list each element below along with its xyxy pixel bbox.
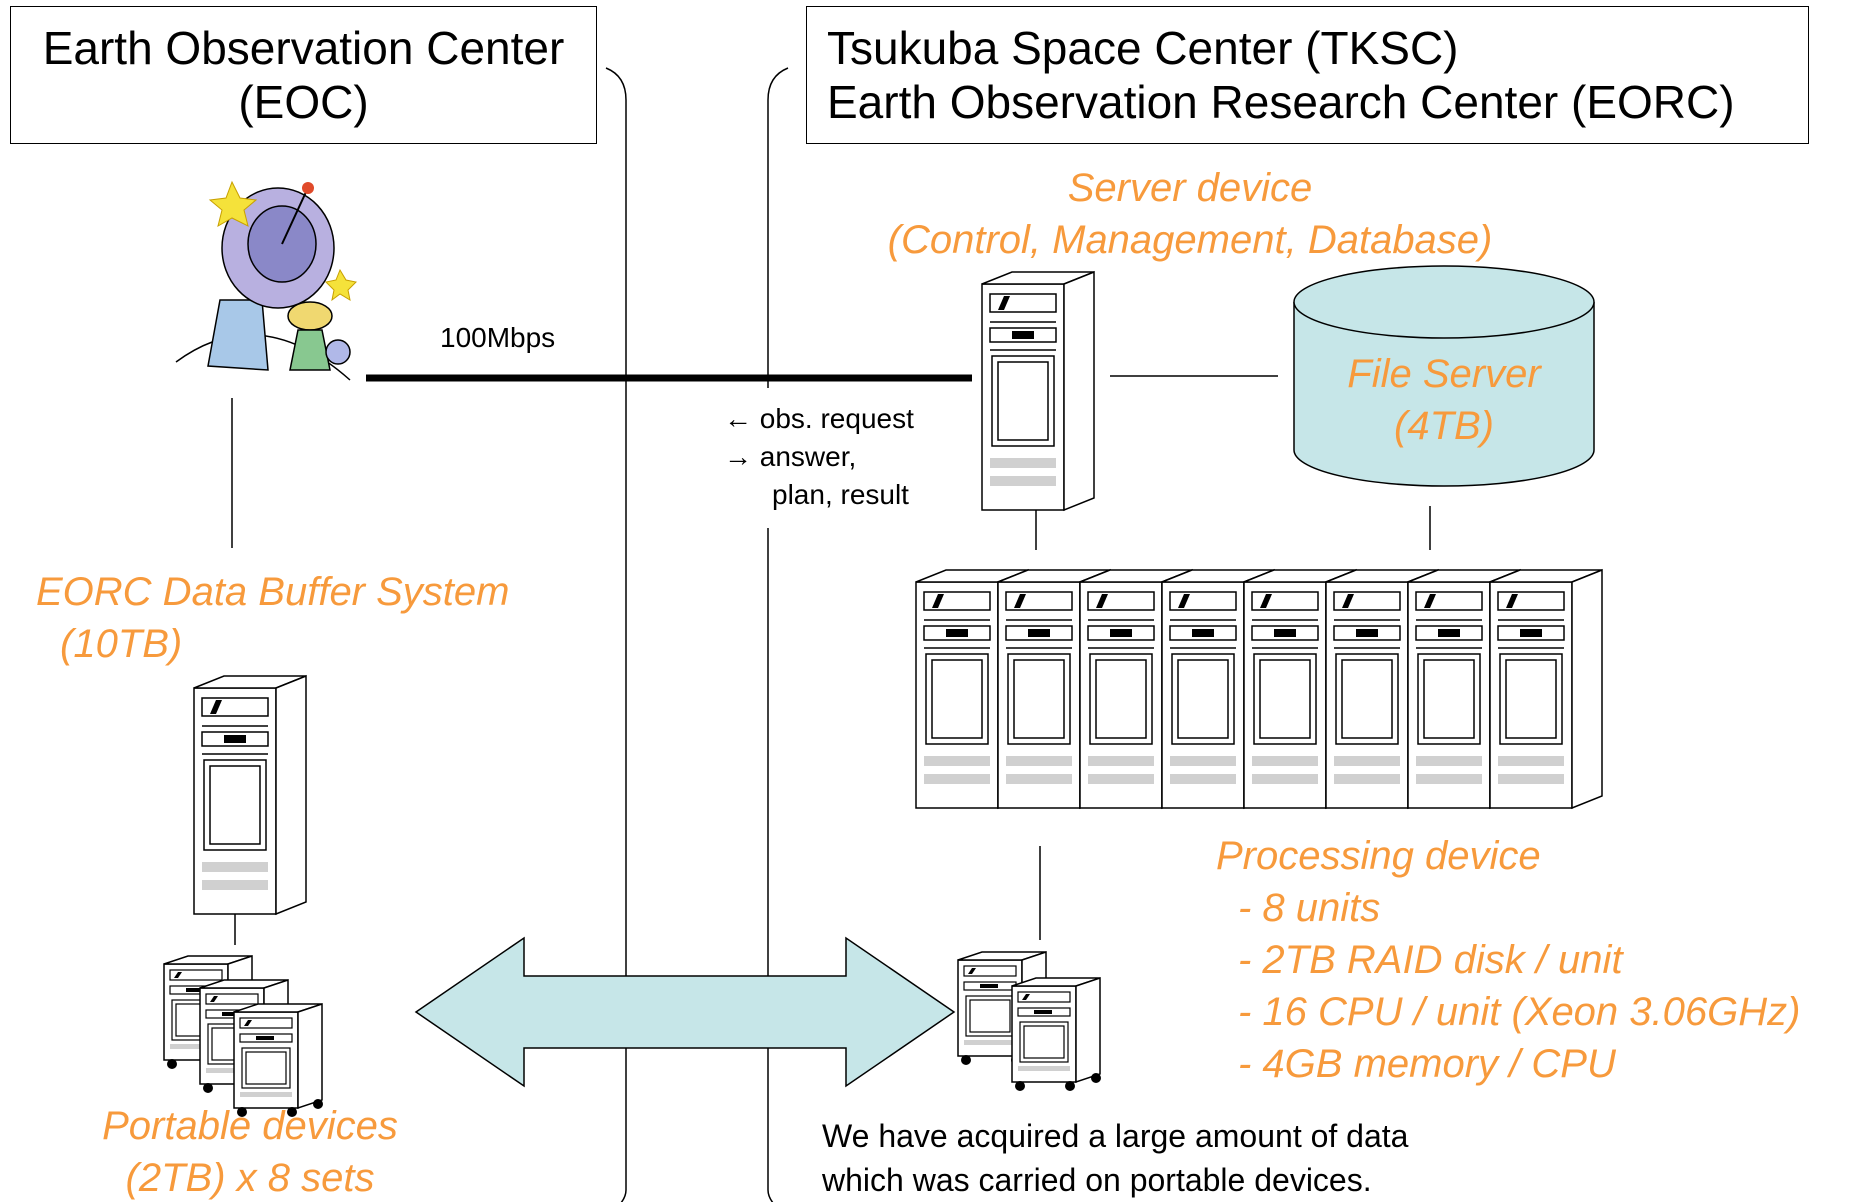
server-device-label: Server device (Control, Management, Data… (840, 162, 1540, 266)
file-server-cylinder (1293, 265, 1595, 487)
link-speed-label: 100Mbps (440, 322, 556, 353)
eoc-title-line1: Earth Observation Center (42, 22, 565, 74)
server-device-tower-icon (981, 271, 1095, 511)
comm-line1: ← obs. request (724, 403, 914, 434)
right-divider-top (767, 67, 789, 388)
tksc-title-line2: Earth Observation Research Center (EORC) (827, 76, 1735, 128)
server-device-line2: (Control, Management, Database) (887, 218, 1493, 262)
comm-line3: plan, result (772, 479, 909, 510)
tksc-title-box: Tsukuba Space Center (TKSC) Earth Observ… (806, 6, 1809, 144)
file-server-label: File Server (4TB) (1294, 348, 1594, 452)
left-divider (605, 67, 627, 1202)
file-server-line2: (4TB) (1394, 404, 1494, 448)
processing-item-4: - 4GB memory / CPU (1238, 1042, 1616, 1086)
note-text: We have acquired a large amount of data … (822, 1114, 1582, 1202)
comm-line2: → answer, (724, 441, 857, 472)
transfer-double-arrow (414, 936, 956, 1088)
portable-devices-right-icon (957, 951, 1102, 1092)
buffer-system-label: EORC Data Buffer System (10TB) (36, 566, 596, 670)
portable-devices-left-icon (163, 955, 324, 1118)
file-server-line1: File Server (1347, 352, 1541, 396)
server-device-line1: Server device (1067, 166, 1313, 210)
buffer-system-tower-icon (193, 675, 307, 915)
processing-title: Processing device (1216, 834, 1541, 878)
processing-rack-8-icon (1489, 569, 1603, 809)
note-line1: We have acquired a large amount of data (822, 1118, 1409, 1154)
note-line2: which was carried on portable devices. (822, 1162, 1372, 1198)
portable-devices-label: Portable devices (2TB) x 8 sets (40, 1100, 460, 1204)
processing-item-1: - 8 units (1238, 886, 1381, 930)
processing-item-2: - 2TB RAID disk / unit (1238, 938, 1623, 982)
tksc-title-line1: Tsukuba Space Center (TKSC) (827, 22, 1459, 74)
eoc-title-box: Earth Observation Center (EOC) (10, 6, 597, 144)
eoc-title-line2: (EOC) (238, 76, 369, 128)
buffer-system-line2: (10TB) (60, 622, 183, 666)
right-divider-bottom (767, 528, 774, 1202)
antenna-station-icon (175, 180, 358, 381)
processing-device-label: Processing device - 8 units - 2TB RAID d… (1216, 830, 1836, 1090)
processing-item-3: - 16 CPU / unit (Xeon 3.06GHz) (1238, 990, 1801, 1034)
portable-line1: Portable devices (102, 1104, 398, 1148)
buffer-system-line1: EORC Data Buffer System (36, 570, 510, 614)
comm-label: ← obs. request → answer, plan, result (724, 400, 964, 514)
portable-line2: (2TB) x 8 sets (125, 1156, 375, 1200)
